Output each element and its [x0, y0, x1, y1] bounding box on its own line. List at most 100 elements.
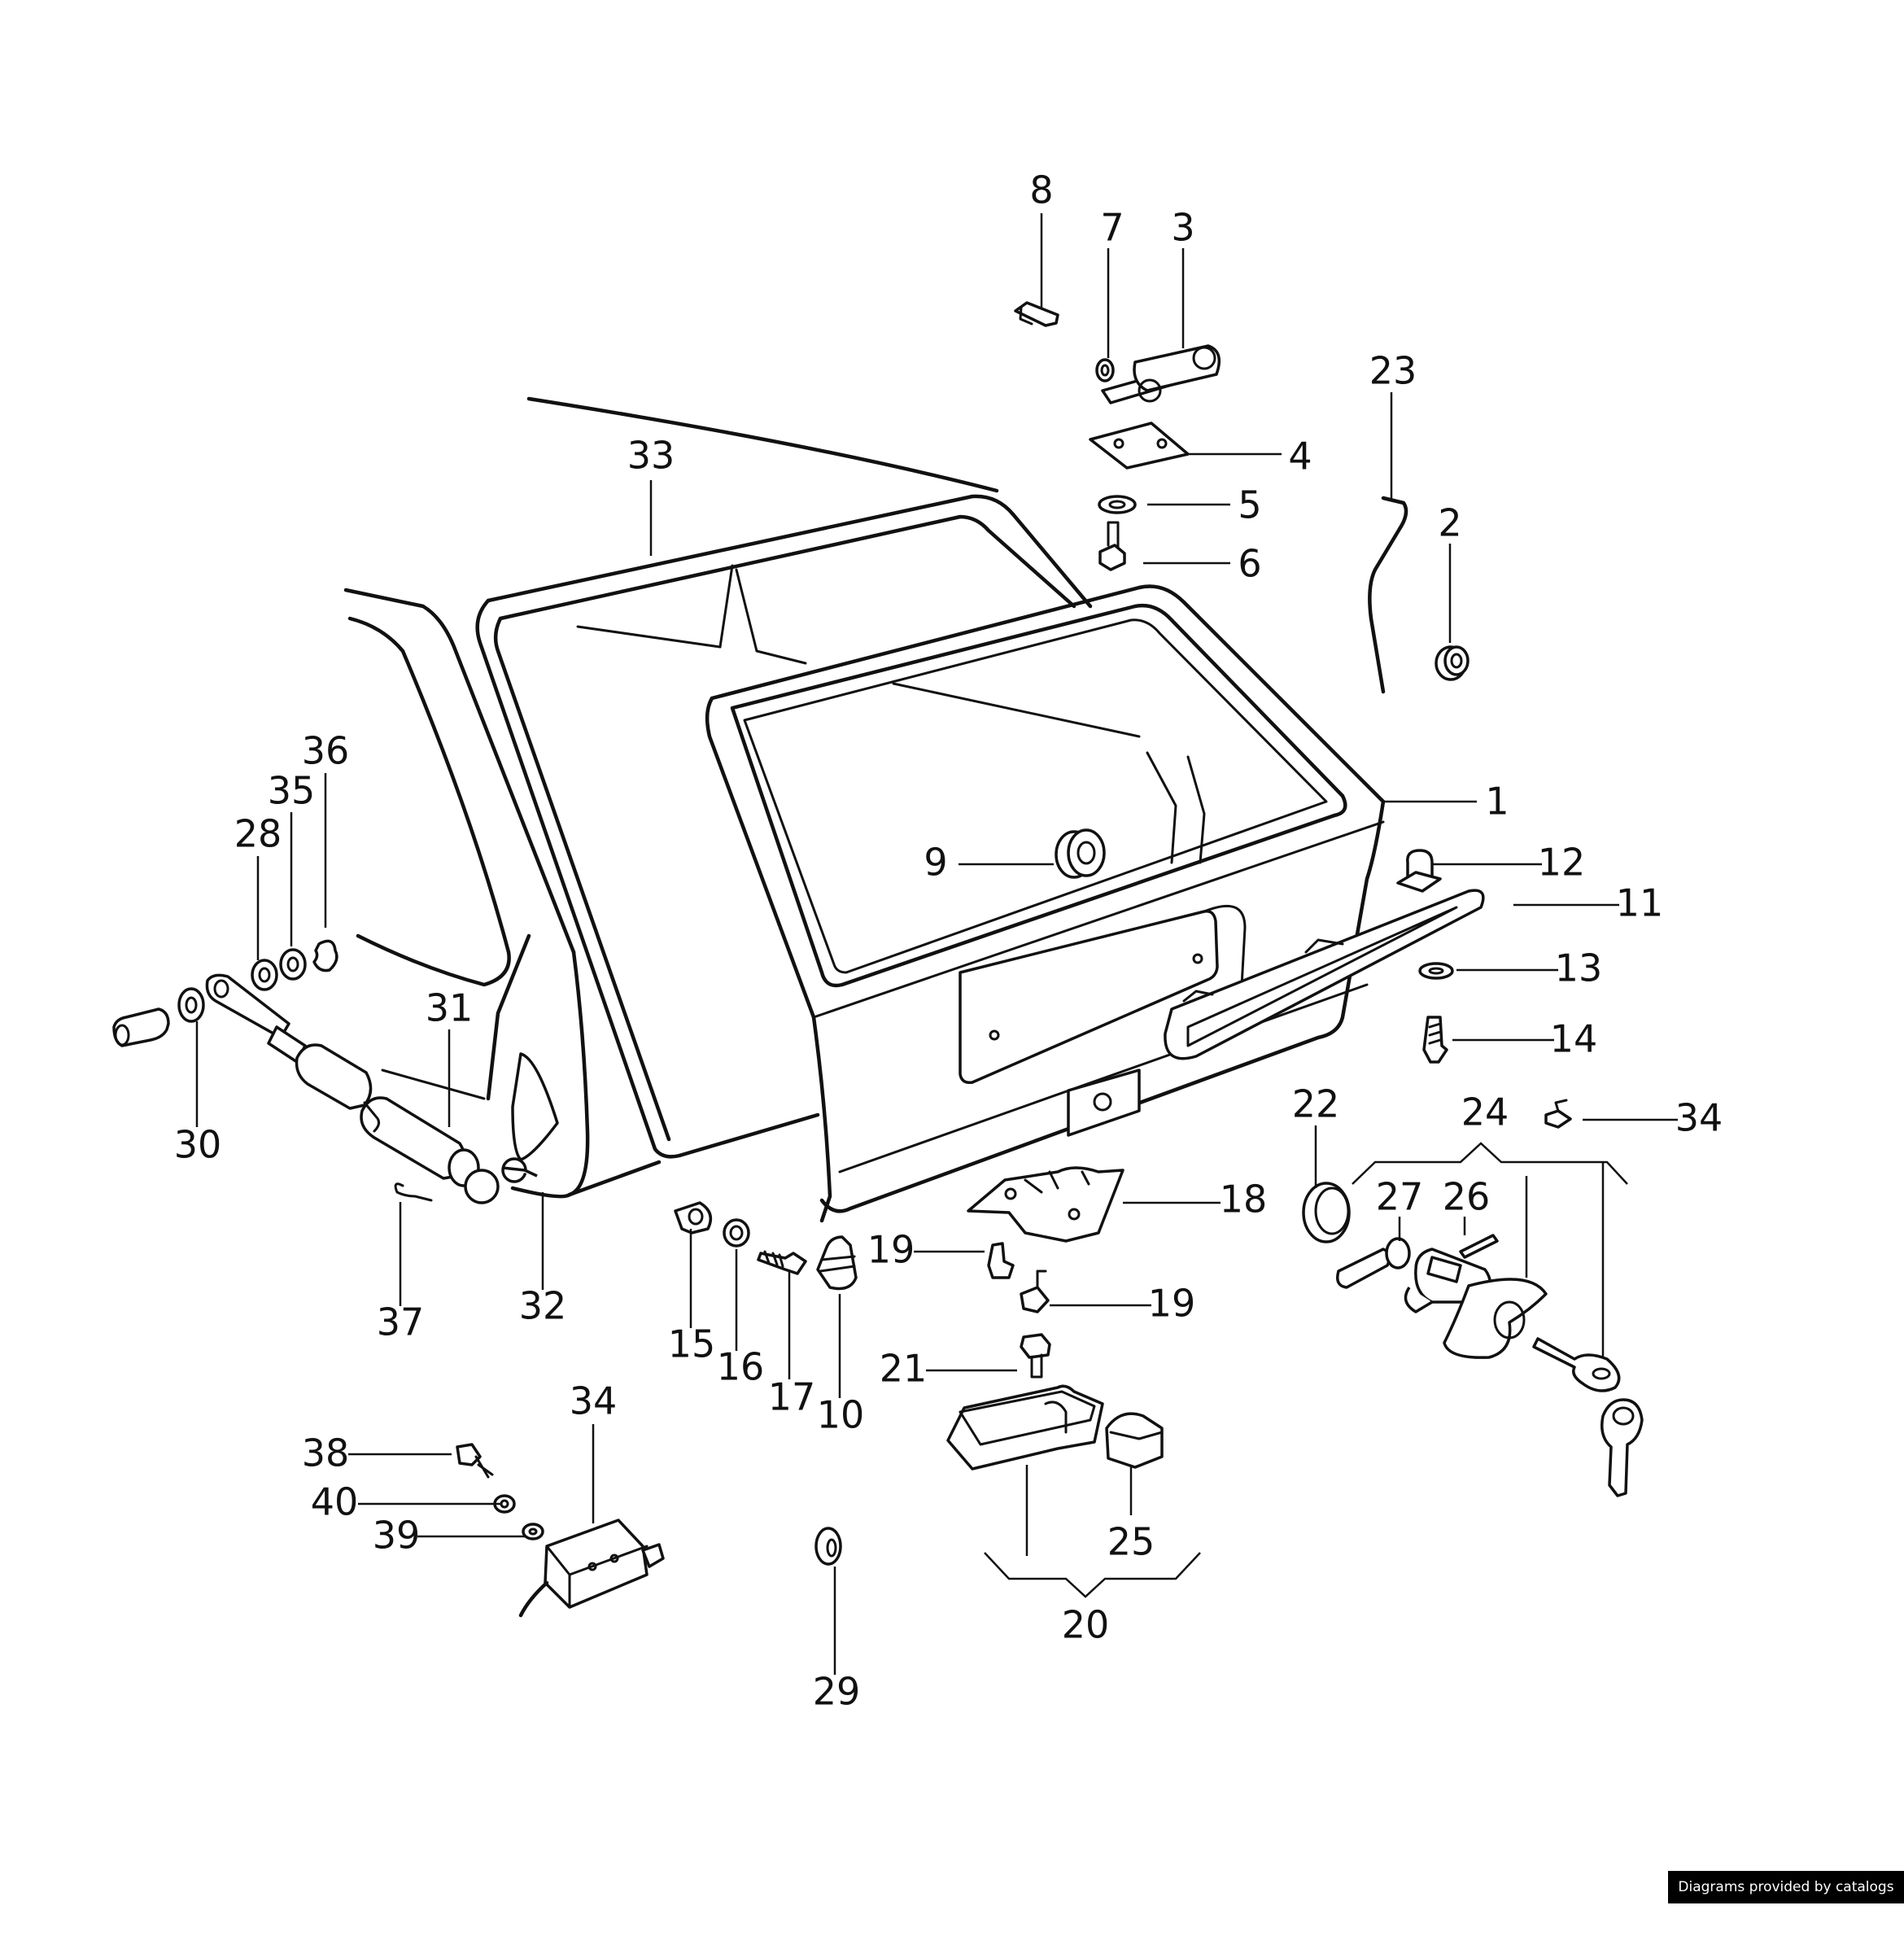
- callout-number: 29: [813, 1670, 861, 1714]
- callout-number: 6: [1238, 542, 1261, 586]
- car-body-outline: [343, 396, 999, 1199]
- callout-number: 13: [1555, 946, 1603, 990]
- callout-12: 12: [1432, 841, 1585, 885]
- callout-number: 14: [1550, 1017, 1598, 1061]
- callout-number: 23: [1369, 349, 1417, 393]
- lock-cylinder-assembly: [1302, 1182, 1644, 1497]
- callout-24: 24: [1461, 1090, 1528, 1278]
- trim-strip: [1164, 889, 1485, 1060]
- callout-number: 1: [1485, 780, 1509, 824]
- callout-number: 38: [302, 1431, 350, 1475]
- rear-window-seal: [475, 494, 1093, 1159]
- callout-number: 39: [373, 1514, 421, 1558]
- callout-number: 40: [311, 1480, 359, 1524]
- gas-strut-assembly: [112, 939, 538, 1204]
- callout-11: 11: [1513, 881, 1663, 925]
- callout-15: 15: [668, 1229, 716, 1366]
- callout-number: 21: [880, 1347, 928, 1391]
- callout-number: 37: [377, 1300, 425, 1344]
- callout-1: 1: [1383, 780, 1509, 824]
- callout-17: 17: [768, 1270, 816, 1419]
- trim-fasteners: [1396, 849, 1572, 1129]
- callout-number: 4: [1288, 435, 1312, 479]
- callout-32: 32: [519, 1192, 567, 1328]
- callout-number: 32: [519, 1284, 567, 1328]
- callout-number: 31: [426, 986, 474, 1030]
- callout-number: 19: [1148, 1282, 1196, 1326]
- callout-19b: 19: [1050, 1282, 1195, 1326]
- callout-number: 27: [1376, 1175, 1424, 1219]
- callout-5: 5: [1147, 483, 1262, 527]
- callout-10: 10: [817, 1294, 865, 1437]
- callout-number: 5: [1238, 483, 1261, 527]
- callout-number: 33: [627, 434, 675, 478]
- callout-2: 2: [1438, 501, 1462, 643]
- callout-18: 18: [1123, 1178, 1267, 1221]
- callout-6: 6: [1143, 542, 1262, 586]
- callout-number: 12: [1538, 841, 1586, 885]
- callout-number: 19: [867, 1228, 915, 1272]
- callout-38: 38: [302, 1431, 452, 1475]
- callout-number: 10: [817, 1393, 865, 1437]
- callout-28: 28: [234, 812, 282, 960]
- callout-8: 8: [1029, 168, 1054, 309]
- callout-9: 9: [924, 841, 1054, 885]
- callout-number: 22: [1292, 1082, 1340, 1126]
- callout-number: 15: [668, 1322, 716, 1366]
- callout-number: 25: [1107, 1520, 1155, 1564]
- callout-20: 20: [1025, 1465, 1110, 1647]
- callout-27: 27: [1376, 1175, 1424, 1241]
- callout-number: 18: [1220, 1178, 1268, 1221]
- callout-number: 17: [768, 1375, 816, 1419]
- callout-number: 8: [1029, 168, 1053, 212]
- callout-number: 28: [234, 812, 282, 856]
- callout-number: 7: [1100, 206, 1124, 250]
- callout-number: 3: [1171, 206, 1194, 250]
- callout-16: 16: [717, 1249, 765, 1389]
- callout-37: 37: [377, 1202, 425, 1344]
- callout-number: 11: [1616, 881, 1664, 925]
- callout-number: 26: [1443, 1175, 1491, 1219]
- callout-number: 36: [302, 729, 350, 773]
- callout-34a: 34: [1583, 1096, 1723, 1140]
- callout-23: 23: [1369, 349, 1417, 500]
- tailgate-contact-switch: [456, 1443, 665, 1618]
- callout-number: 20: [1062, 1603, 1110, 1647]
- callout-40: 40: [311, 1480, 500, 1524]
- callout-number: 16: [717, 1345, 765, 1389]
- hinge-parts: [1014, 301, 1221, 571]
- callout-22: 22: [1292, 1082, 1340, 1188]
- callout-3: 3: [1171, 206, 1195, 348]
- callout-4: 4: [1188, 435, 1312, 479]
- callout-26: 26: [1443, 1175, 1491, 1235]
- callout-25: 25: [1107, 1465, 1155, 1564]
- callout-34b: 34: [570, 1379, 618, 1523]
- callout-number: 34: [570, 1379, 618, 1423]
- callout-36: 36: [302, 729, 350, 928]
- group-brackets: [984, 1142, 1628, 1598]
- tailgate: [705, 584, 1386, 1223]
- callout-number: 2: [1438, 501, 1461, 545]
- callout-number: 24: [1461, 1090, 1509, 1134]
- callout-39: 39: [373, 1514, 525, 1558]
- callout-19a: 19: [867, 1228, 985, 1272]
- callout-number: 35: [268, 769, 316, 813]
- callout-14: 14: [1452, 1017, 1597, 1061]
- window-grommet: [1055, 828, 1106, 879]
- callout-35: 35: [268, 769, 316, 946]
- callout-number: 9: [924, 841, 947, 885]
- callout-33: 33: [627, 434, 675, 556]
- callout-29: 29: [813, 1567, 861, 1714]
- callout-21: 21: [880, 1347, 1017, 1391]
- callout-labels: 1234567891011121314151617181919202122232…: [174, 168, 1723, 1714]
- callout-30: 30: [174, 1021, 222, 1167]
- watermark: Diagrams provided by catalogs parts: [1668, 1871, 1904, 1928]
- support-rod-and-grommet: [1368, 496, 1469, 694]
- callout-31: 31: [426, 986, 474, 1127]
- callout-7: 7: [1100, 206, 1124, 358]
- callout-number: 30: [174, 1123, 222, 1167]
- callout-number: 34: [1675, 1096, 1723, 1140]
- callout-13: 13: [1456, 946, 1602, 990]
- latch-parts: [674, 1166, 1164, 1566]
